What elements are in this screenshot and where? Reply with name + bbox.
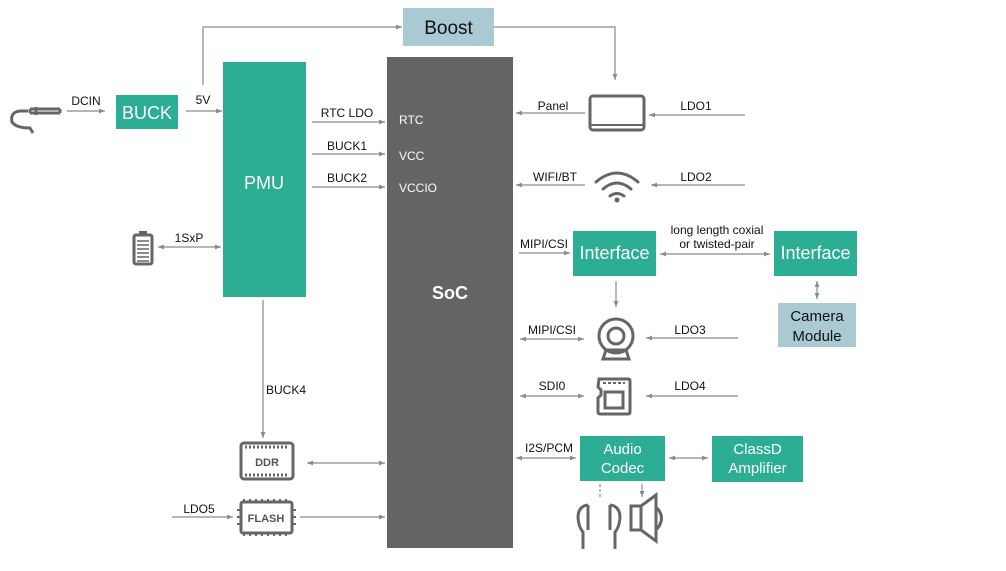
ddr-label: DDR xyxy=(255,457,279,469)
flash-label: FLASH xyxy=(248,513,285,525)
sd-card-icon xyxy=(596,377,632,416)
connector-boost-panel xyxy=(494,26,618,80)
camera-module-block: Camera Module xyxy=(778,303,856,347)
pmu-label: PMU xyxy=(244,173,284,193)
battery-label: 1SxP xyxy=(175,231,204,245)
ldo2-label: LDO2 xyxy=(680,170,712,184)
dcin-label: DCIN xyxy=(71,94,100,108)
buck-block: BUCK xyxy=(116,95,178,129)
buck2-label: BUCK2 xyxy=(327,171,367,185)
mipi-csi-label-2: MIPI/CSI xyxy=(528,323,576,337)
speaker-icon xyxy=(629,492,663,544)
audio-codec-block: Audio Codec xyxy=(580,436,665,481)
classd-amplifier-label-2: Amplifier xyxy=(728,460,786,477)
rtc-ldo-label: RTC LDO xyxy=(321,106,373,120)
ldo4-label: LDO4 xyxy=(674,379,706,393)
ldo3-label: LDO3 xyxy=(674,323,706,337)
tablet-icon xyxy=(588,94,646,132)
interface-right-block: Interface xyxy=(774,231,857,276)
wifi-bt-label: WIFI/BT xyxy=(533,170,578,184)
wifi-icon xyxy=(594,171,640,203)
camera-module-label-2: Module xyxy=(792,328,841,345)
buck-label: BUCK xyxy=(122,103,172,123)
ddr-chip-icon: DDR xyxy=(239,441,295,481)
interface-left-block: Interface xyxy=(573,231,656,276)
mipi-csi-label-1: MIPI/CSI xyxy=(520,237,568,251)
connector-5v-boost xyxy=(202,24,402,85)
flash-chip-icon: FLASH xyxy=(237,499,296,536)
boost-label: Boost xyxy=(424,18,473,39)
soc-pin-rtc: RTC xyxy=(399,113,424,127)
buck4-label: BUCK4 xyxy=(266,383,306,397)
camera-module-label-1: Camera xyxy=(790,308,844,325)
classd-amplifier-label-1: ClassD xyxy=(733,441,782,458)
soc-label: SoC xyxy=(432,283,468,303)
audio-codec-label-1: Audio xyxy=(603,441,641,458)
soc-pin-vcc: VCC xyxy=(399,149,425,163)
boost-block: Boost xyxy=(403,8,494,46)
link-label-line2: or twisted-pair xyxy=(679,237,754,251)
ldo5-label: LDO5 xyxy=(183,502,215,516)
battery-icon xyxy=(132,231,154,266)
i2s-pcm-label: I2S/PCM xyxy=(525,441,573,455)
sdio-label: SDI0 xyxy=(539,379,566,393)
webcam-icon xyxy=(597,317,635,361)
pmu-block: PMU xyxy=(223,62,306,297)
5v-label: 5V xyxy=(196,93,211,107)
soc-pin-vccio: VCCIO xyxy=(399,181,437,195)
classd-amplifier-block: ClassD Amplifier xyxy=(712,436,803,482)
ldo1-label: LDO1 xyxy=(680,99,712,113)
link-label-line1: long length coxial xyxy=(671,223,764,237)
interface-right-label: Interface xyxy=(780,243,850,263)
dc-jack-icon xyxy=(10,107,62,134)
audio-codec-label-2: Codec xyxy=(601,460,645,477)
interface-left-label: Interface xyxy=(579,243,649,263)
panel-label: Panel xyxy=(538,99,569,113)
buck1-label: BUCK1 xyxy=(327,139,367,153)
earphones-icon xyxy=(576,503,622,549)
soc-block: SoC RTC VCC VCCIO xyxy=(387,57,513,548)
